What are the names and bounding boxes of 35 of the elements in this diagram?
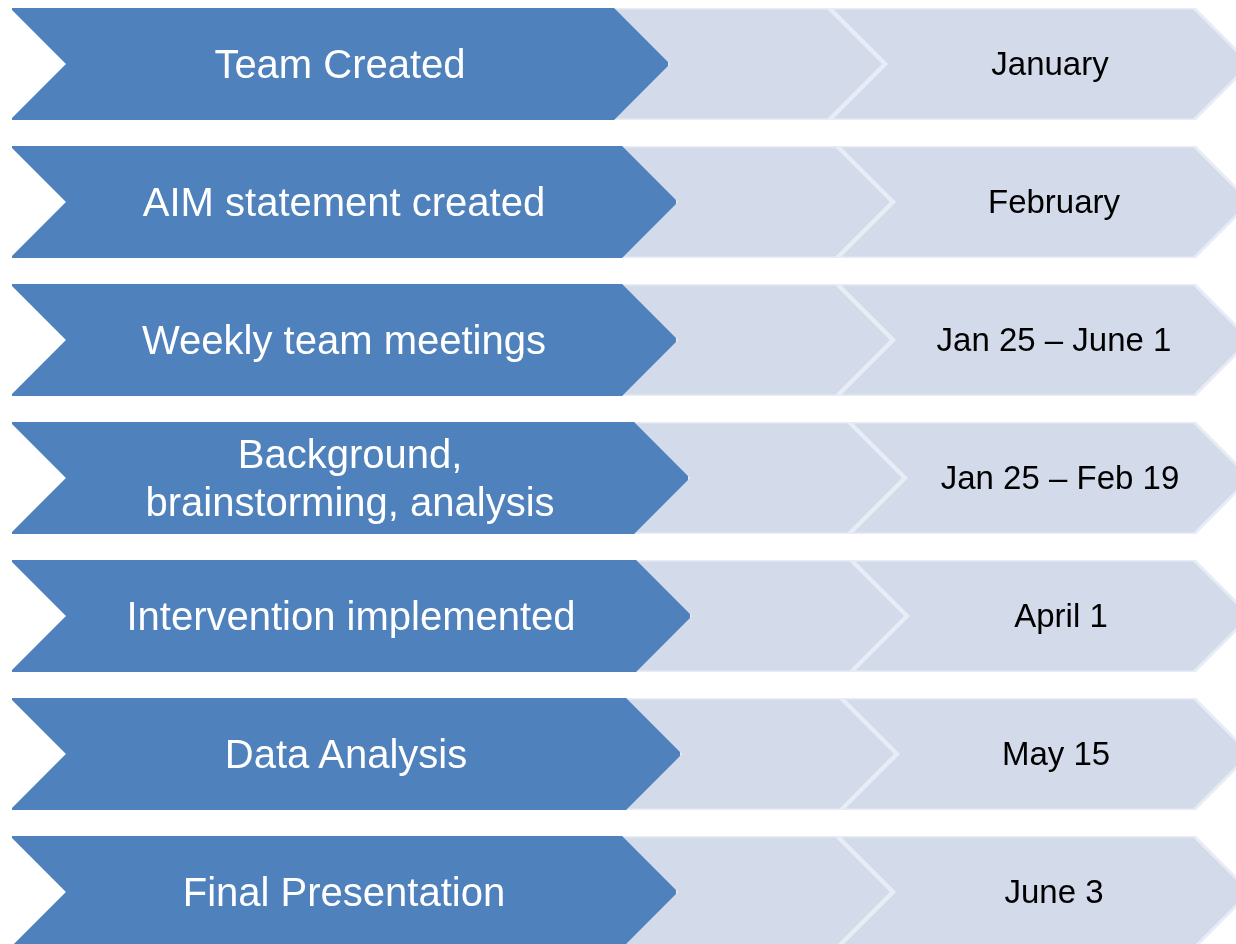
chevron-banner [612, 8, 884, 120]
chevron-banner [12, 836, 676, 944]
chevron-banner [12, 284, 676, 396]
step-title: AIM statement created [141, 179, 547, 226]
step-title: Data Analysis [223, 731, 469, 778]
chevron-banner [838, 836, 1236, 944]
step-title: Team Created [213, 41, 467, 88]
chevron-banner [632, 422, 904, 534]
chevron-banner [620, 284, 892, 396]
date-label: January [990, 44, 1110, 84]
chevron-banner [852, 560, 1236, 672]
chevron-banner [624, 698, 896, 810]
step-title: Weekly team meetings [141, 317, 547, 364]
chevron-banner [838, 146, 1236, 258]
chevron-banner [842, 698, 1236, 810]
step-title: Intervention implemented [125, 593, 577, 640]
chevron-banner [12, 422, 688, 534]
chevron-banner [12, 146, 676, 258]
chevron-banner [620, 836, 892, 944]
step-title: Background, brainstorming, analysis [144, 431, 556, 526]
chevron-banner [12, 560, 690, 672]
chevron-banner [830, 8, 1236, 120]
date-label: June 3 [1003, 872, 1105, 912]
chevron-banner [850, 422, 1236, 534]
chevron-banner [12, 698, 680, 810]
date-label: Jan 25 – June 1 [935, 320, 1173, 360]
date-label: Jan 25 – Feb 19 [939, 458, 1181, 498]
chevron-banner [12, 8, 668, 120]
chevron-banner [838, 284, 1236, 396]
date-label: April 1 [1013, 596, 1109, 636]
date-label: May 15 [1000, 734, 1112, 774]
chevron-banner [634, 560, 906, 672]
step-title: Final Presentation [181, 869, 507, 916]
chevron-banner [620, 146, 892, 258]
date-label: February [986, 182, 1122, 222]
